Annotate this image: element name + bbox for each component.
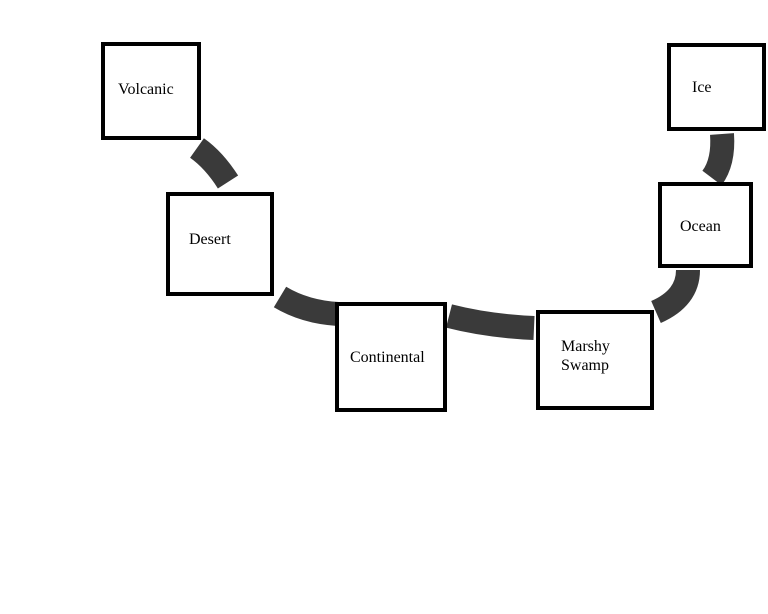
stage-label-desert: Desert (189, 231, 231, 248)
stage-label-continental: Continental (350, 349, 425, 366)
connector-ocean-ice (702, 133, 735, 186)
stage-label-marshy-swamp: Marshy Swamp (561, 338, 610, 375)
stage-label-ocean: Ocean (680, 218, 721, 235)
connector-continental-marshy (446, 304, 535, 340)
stage-box-ice: Ice (667, 43, 766, 131)
stage-label-ice: Ice (692, 79, 712, 96)
stage-box-marshy-swamp: Marshy Swamp (536, 310, 654, 410)
stage-box-ocean: Ocean (658, 182, 753, 268)
stage-label-volcanic: Volcanic (118, 81, 174, 98)
connector-desert-continental (273, 286, 339, 326)
stage-box-volcanic: Volcanic (101, 42, 201, 140)
connector-volcanic-desert (189, 138, 239, 189)
connector-marshy-ocean (650, 269, 700, 323)
stage-box-continental: Continental (335, 302, 447, 412)
stage-box-desert: Desert (166, 192, 274, 296)
